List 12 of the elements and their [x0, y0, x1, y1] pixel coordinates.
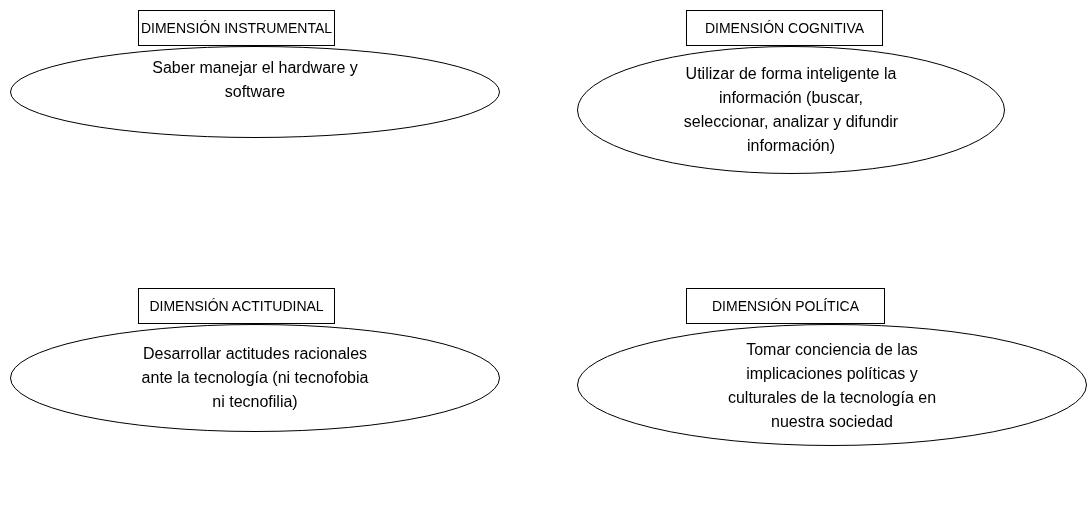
description-ellipse [10, 324, 500, 432]
description-text: Saber manejar el hardware y software [151, 58, 359, 102]
description-ellipse [577, 324, 1087, 446]
heading-box: DIMENSIÓN INSTRUMENTAL [138, 10, 335, 46]
description-text: Tomar conciencia de las implicaciones políticas y culturales de la tecnología en nuestra sociedad [726, 340, 938, 432]
heading-box: DIMENSIÓN COGNITIVA [686, 10, 883, 46]
description-ellipse [577, 46, 1005, 174]
heading-box: DIMENSIÓN POLÍTICA [686, 288, 885, 324]
description-text: Utilizar de forma inteligente la información (buscar, seleccionar, analizar y difundir información) [683, 64, 899, 156]
description-ellipse [10, 46, 500, 138]
description-text: Desarrollar actitudes racionales ante la tecnología (ni tecnofobia ni tecnofilia) [140, 344, 370, 412]
heading-box: DIMENSIÓN ACTITUDINAL [138, 288, 335, 324]
